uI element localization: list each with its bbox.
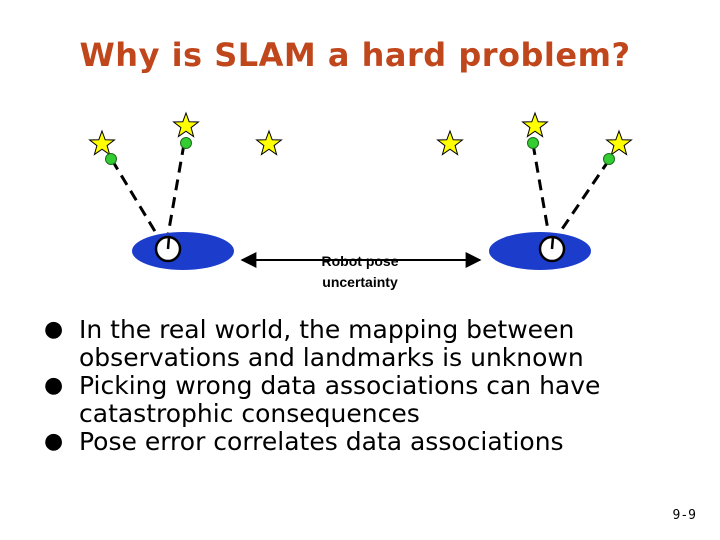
bullet-list: ● In the real world, the mapping between… [42,316,692,456]
robot-heading [550,236,555,250]
slide-title: Why is SLAM a hard problem? [79,36,631,74]
landmark-star-icon [256,130,282,155]
landmark-star-icon [173,112,199,137]
bullet-text: Picking wrong data associations can have… [79,371,601,428]
bullet-text: In the real world, the mapping between o… [79,315,584,372]
landmark-star-icon [606,130,632,155]
observation-line [554,159,611,239]
observation-line [531,143,551,237]
bullet-icon: ● [44,317,64,342]
observation-line [110,159,161,239]
robot-pose-uncertainty-label: Robot pose uncertainty [300,251,420,293]
page-number: 9-9 [672,508,696,523]
observations [105,137,615,165]
bullet-icon: ● [44,373,64,398]
pose-uncertainty-ellipse [132,232,234,270]
observation-dot-icon [527,137,539,149]
observation-line [166,143,186,236]
observation-dot-icon [105,153,117,165]
robot-left [132,232,234,270]
bullet-icon: ● [44,429,64,454]
slam-diagram [89,112,632,270]
bullet-item: ● Picking wrong data associations can ha… [42,372,692,428]
observation-dot-icon [603,153,615,165]
bullet-item: ● Pose error correlates data association… [42,428,692,456]
landmarks [89,112,632,155]
landmark-star-icon [437,130,463,155]
robot-right [489,232,591,270]
observation-lines [110,143,611,239]
landmark-star-icon [522,112,548,137]
pose-label-line2: uncertainty [322,274,398,290]
robot-heading [166,236,171,250]
bullet-text: Pose error correlates data associations [79,427,564,456]
landmark-star-icon [89,130,115,155]
bullet-item: ● In the real world, the mapping between… [42,316,692,372]
pose-label-line1: Robot pose [321,253,399,269]
observation-dot-icon [180,137,192,149]
